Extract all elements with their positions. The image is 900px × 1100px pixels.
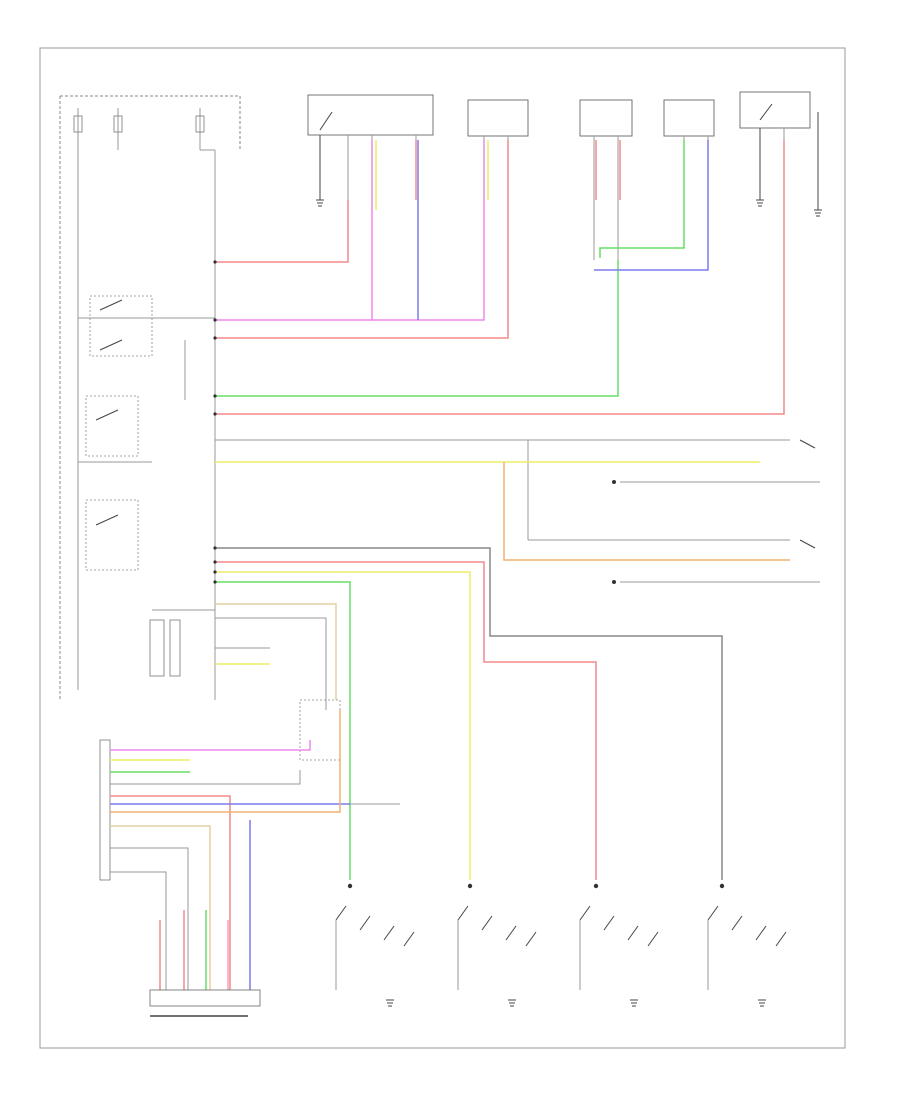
- top-wire-harness: [215, 140, 785, 415]
- lower-wire-harness: [149, 547, 723, 880]
- top-switch-assembly-1: [307, 94, 434, 262]
- top-switch-assembly-3: [579, 99, 633, 260]
- top-switch-assembly-5: [739, 91, 819, 210]
- bottom-switch-3: [579, 905, 659, 1007]
- left-relay-group: [78, 295, 215, 571]
- middle-wire-runs: [215, 439, 820, 584]
- bottom-switch-2: [457, 905, 537, 1007]
- bottom-left-module: [99, 710, 400, 1017]
- top-switch-assembly-2: [467, 99, 529, 200]
- fuse-box-top-left: [59, 95, 241, 700]
- top-switch-assembly-4: [663, 99, 715, 240]
- diagram-border: [39, 47, 846, 1049]
- ground-symbols-top: [316, 199, 822, 217]
- bottom-switch-1: [335, 905, 415, 1007]
- connector-dots: [213, 260, 725, 889]
- bottom-switch-4: [707, 905, 787, 1007]
